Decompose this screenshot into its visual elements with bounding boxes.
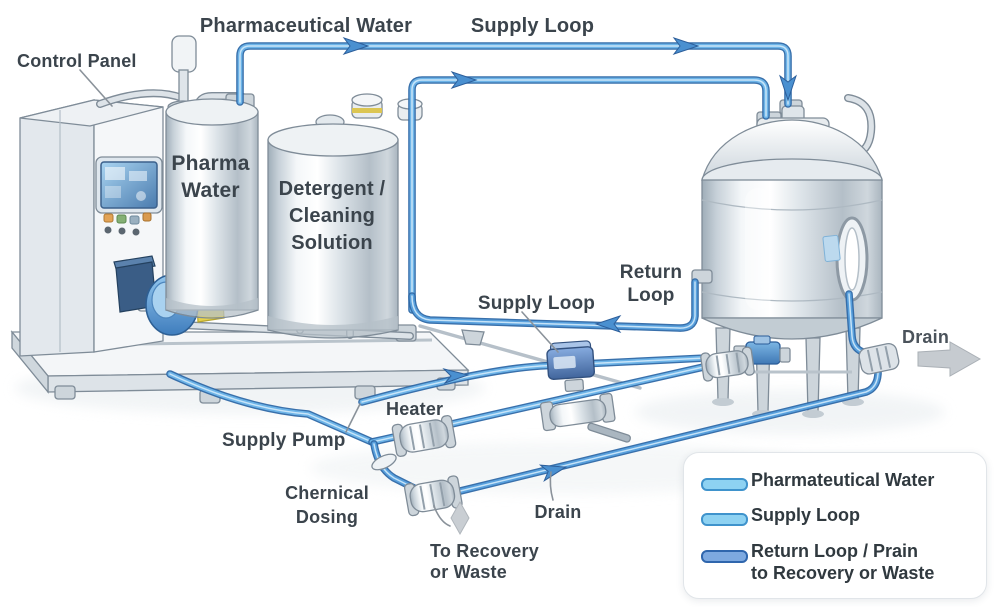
label-chemical-dosing-line2: Dosing	[295, 507, 359, 527]
legend-swatch-return-loop	[701, 550, 748, 563]
legend-label-return-loop: Return Loop / Prain to Recovery or Waste	[751, 540, 934, 584]
label-pharma-water-line2: Water	[181, 179, 240, 202]
label-drain-bottom: Drain	[534, 502, 582, 522]
arrow-right-pharma-line-2	[672, 37, 700, 55]
label-supply-loop-mid: Supply Loop	[477, 293, 596, 314]
label-detergent-line3: Solution	[291, 232, 373, 254]
ball-valve	[539, 392, 632, 443]
leader-lines	[79, 69, 559, 527]
arrow-right-pharma-line	[342, 37, 370, 55]
label-detergent-line1: Detergent /	[278, 178, 386, 200]
arrow-right-waste-line	[538, 464, 568, 482]
label-heater: Heater	[386, 399, 444, 419]
tank-inlet-coupling	[700, 346, 755, 382]
leader-control-panel	[79, 69, 113, 107]
legend-label-supply-loop: Supply Loop	[751, 505, 860, 525]
legend-swatch-pharma-water	[701, 478, 748, 491]
piping	[170, 46, 878, 494]
arrow-right-supply-top	[450, 71, 478, 89]
legend-label-return-loop-line1: Return Loop / Prain	[751, 541, 919, 561]
label-chemical-dosing: Chernical Dosing	[277, 481, 377, 529]
arrow-right-supply-mid	[442, 368, 470, 385]
legend-label-return-loop-line2: to Recovery or Waste	[751, 563, 935, 583]
label-return-loop: Return Loop	[605, 261, 697, 307]
label-chemical-dosing-line1: Chernical	[285, 483, 369, 503]
leader-supply-pump	[345, 403, 361, 433]
actuated-valve	[546, 340, 596, 393]
sight-glass	[835, 216, 869, 302]
label-to-recovery-or-waste: To Recovery or Waste	[430, 541, 560, 583]
label-control-panel: Control Panel	[17, 51, 137, 71]
label-to-recovery-line1: To Recovery	[430, 541, 539, 561]
label-drain-right: Drain	[902, 327, 950, 347]
drain-right-arrow-icon	[917, 341, 982, 377]
label-pharma-water-tank: Pharma Water	[163, 150, 258, 204]
label-return-loop-line2: Loop	[627, 285, 675, 306]
leader-drain-bottom	[549, 471, 554, 501]
label-pharmaceutical-water: Pharmaceutical Water	[199, 15, 413, 37]
legend-label-pharma-water: Pharmateutical Water	[751, 470, 935, 490]
legend-swatch-supply-loop	[701, 513, 748, 526]
pharma-water-tank	[165, 35, 259, 319]
heater-coupling	[391, 415, 457, 457]
hmi-touchscreen	[95, 156, 163, 214]
label-return-loop-line1: Return	[619, 262, 683, 283]
flow-arrows	[342, 37, 797, 482]
label-supply-loop-top: Supply Loop	[470, 15, 595, 37]
leader-supply-loop-mid	[521, 311, 559, 353]
label-to-recovery-line2: or Waste	[430, 562, 507, 582]
drain-elbow-fitting	[858, 342, 900, 375]
label-supply-pump: Supply Pump	[222, 430, 346, 451]
control-panel-cabinet	[19, 89, 186, 357]
label-pharma-water-line1: Pharma	[171, 152, 250, 175]
leader-to-recovery	[433, 505, 451, 527]
label-detergent-line2: Cleaning	[288, 205, 376, 227]
arrow-left-return-loop	[594, 315, 622, 333]
arrow-down-into-tank	[779, 74, 797, 102]
legend-box: Pharmateutical Water Supply Loop Return …	[683, 452, 987, 599]
label-detergent-tank: Detergent / Cleaning Solution	[267, 176, 397, 257]
detergent-tank	[267, 93, 423, 339]
static-gray-pipe	[418, 324, 642, 390]
waste-down-diamond-icon	[450, 500, 470, 536]
